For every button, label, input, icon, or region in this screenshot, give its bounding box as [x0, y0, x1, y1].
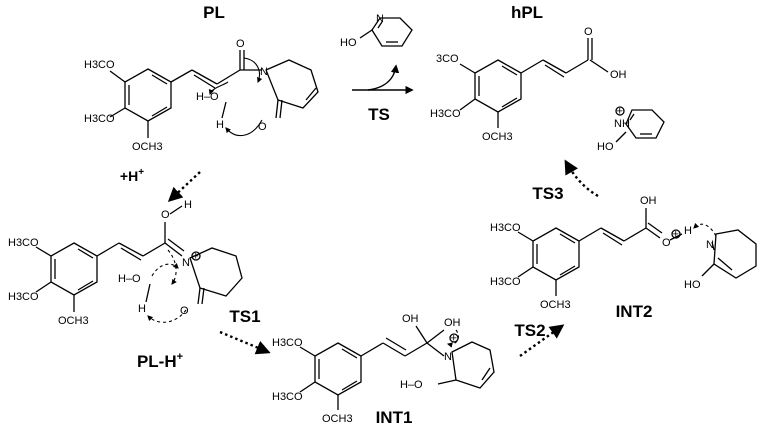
label-ts1: TS1: [229, 307, 260, 326]
atom-h-int2: H: [684, 225, 692, 237]
label-ts3: TS3: [532, 184, 563, 203]
molecule-pl: O N O H3CO H3CO OCH3 H–O H: [84, 38, 319, 153]
water-h-pl: H: [216, 119, 224, 131]
atom-o-ring-plh: O: [180, 305, 189, 317]
hydroxyl-int1-c: H–O: [400, 379, 423, 391]
methoxy-plh-3: OCH3: [58, 315, 89, 327]
atom-n-pl: N: [260, 66, 268, 78]
molecule-pyridinone: N HO: [684, 222, 757, 291]
molecule-hpl: O OH 3CO H3CO OCH3: [430, 26, 627, 143]
molecule-protonated-pyridinone: NH + HO: [597, 106, 665, 153]
methoxy-hpl-3: OCH3: [482, 131, 513, 143]
methoxy-int2-3: OCH3: [540, 299, 571, 311]
superscript-plus: +: [177, 351, 183, 363]
label-ts: TS: [368, 105, 390, 124]
methoxy-int1-2: H3CO: [272, 391, 303, 403]
label-proton: +H+: [120, 167, 144, 184]
ts1-arrow: [219, 330, 271, 355]
superscript-plus: +: [138, 167, 144, 178]
atom-n-plh: N: [182, 257, 190, 269]
methoxy-hpl-1: 3CO: [436, 53, 459, 65]
charge-plus-int2: +: [673, 229, 679, 241]
atom-nh: NH: [614, 118, 630, 130]
charge-plus-plh: +: [193, 251, 199, 263]
methoxy-int2-2: H3CO: [490, 276, 521, 288]
methoxy-hpl-2: H3CO: [430, 108, 461, 120]
methoxy-plh-1: H3CO: [8, 237, 39, 249]
hydroxyl-int1-b: OH: [444, 317, 461, 329]
water-h-plh: H: [138, 303, 146, 315]
label-int2: INT2: [616, 302, 653, 321]
methoxy-int1-1: H3CO: [272, 337, 303, 349]
hydroxyl-leaving: HO: [340, 37, 357, 49]
protonation-arrow: [167, 171, 201, 202]
methoxy-pl-2: H3CO: [84, 113, 115, 125]
molecule-int2: OH O + H H3CO H3CO OCH3: [490, 195, 692, 311]
methoxy-pl-1: H3CO: [84, 59, 115, 71]
hydroxyl-protonated: HO: [597, 141, 614, 153]
methoxy-pl-3: OCH3: [132, 141, 163, 153]
atom-o-int2: O: [662, 237, 671, 249]
hydroxyl-int1-a: OH: [402, 313, 419, 325]
atom-o-carbonyl: O: [236, 38, 245, 50]
atom-n-int1: N: [444, 351, 452, 363]
label-int1: INT1: [376, 408, 413, 427]
ts3-arrow: [564, 159, 599, 198]
molecule-leaving-group: N HO: [340, 13, 413, 49]
water-plh: H–O: [118, 273, 141, 285]
charge-plus-int1: +: [451, 333, 457, 345]
molecule-pl-h: O H N + O H3CO H3CO OCH3 H–O H: [8, 199, 243, 327]
atom-n-leaving: N: [376, 13, 384, 25]
methoxy-int1-3: OCH3: [322, 413, 353, 425]
atom-o-hpl: O: [584, 26, 593, 38]
atom-o-ring: O: [258, 121, 267, 133]
methoxy-plh-2: H3CO: [8, 291, 39, 303]
methoxy-int2-1: H3CO: [490, 222, 521, 234]
label-pl-h: PL-H+: [137, 351, 183, 371]
molecule-int1: OH OH N + H–O H3CO H3CO OCH3: [272, 313, 495, 425]
label-pl: PL: [203, 3, 225, 22]
atom-o-plh: O: [161, 209, 170, 221]
hydroxyl-hpl: OH: [610, 69, 627, 81]
charge-plus: +: [617, 106, 623, 118]
label-hpl: hPL: [511, 3, 543, 22]
ts-branch-arrow: [367, 64, 400, 91]
atom-n-pyridinone: N: [706, 239, 714, 251]
atom-h-plh: H: [184, 199, 192, 211]
hydroxyl-int2: OH: [640, 195, 657, 207]
water-pl: H–O: [196, 91, 219, 103]
hydroxyl-pyridinone: HO: [684, 279, 701, 291]
label-ts2: TS2: [514, 321, 545, 340]
